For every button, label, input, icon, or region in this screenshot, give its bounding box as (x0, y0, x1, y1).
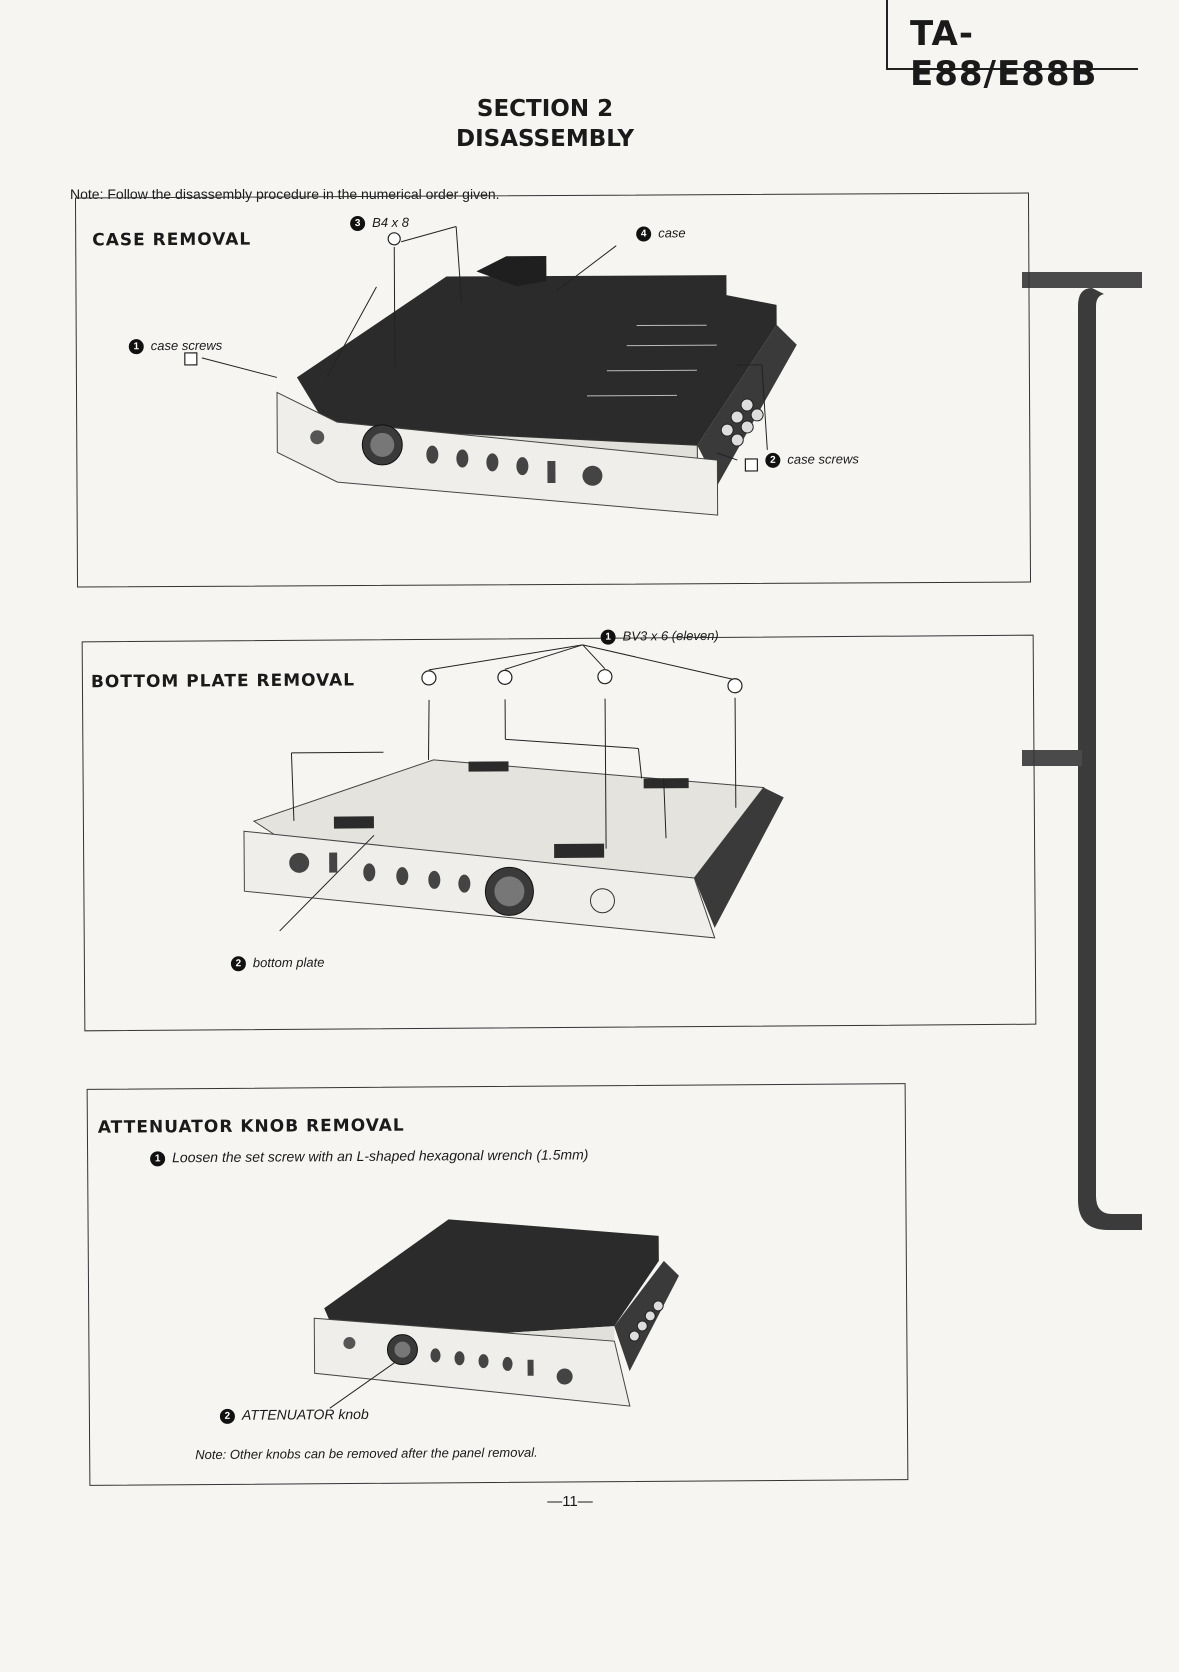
section-number: SECTION 2 (476, 96, 614, 122)
bottom-plate-diagram (243, 644, 784, 939)
case-label-case: 4 case (636, 225, 686, 242)
case-removal-diagram (184, 226, 797, 516)
case-label: case (658, 225, 686, 241)
case-screws-left-label: case screws (150, 337, 223, 354)
bottom-plate-removal-panel: BOTTOM PLATE REMOVAL (81, 628, 1037, 1032)
bottom-plate-label: bottom plate (252, 954, 325, 971)
bottom-label-bv3x6: 1 BV3 x 6 (eleven) (600, 627, 719, 645)
case-removal-panel: CASE REMOVAL (74, 192, 1032, 588)
attenuator-knob-label: ATTENUATOR knob (241, 1405, 369, 1423)
model-number: TA-E88/E88B (910, 14, 1098, 94)
model-number-box: TA-E88/E88B (886, 0, 1138, 94)
step-3-marker: 3 (350, 216, 366, 232)
b4x8-screw-label: B4 x 8 (372, 214, 410, 230)
procedure-note: Note: Follow the disassembly procedure i… (70, 186, 500, 202)
step-1-marker: 1 (600, 629, 616, 645)
case-label-b4x8: 3 B4 x 8 (350, 214, 410, 232)
attenuator-step-2: 2 ATTENUATOR knob (219, 1405, 369, 1424)
step-4-marker: 4 (636, 226, 652, 242)
attenuator-knob-diagram (313, 1219, 679, 1409)
section-name: DISASSEMBLY (456, 126, 634, 152)
bv3x6-screw-label: BV3 x 6 (eleven) (622, 627, 719, 644)
page-number: —11— (547, 1493, 593, 1510)
section-tab-bracket (1022, 272, 1142, 1230)
step-1-marker: 1 (128, 339, 144, 355)
step-2-marker: 2 (219, 1408, 235, 1424)
step-2-marker: 2 (230, 956, 246, 972)
case-label-screws-right: 2 case screws (765, 451, 859, 468)
section-title: SECTION 2 DISASSEMBLY (0, 94, 1090, 154)
case-label-screws-left: 1 case screws (128, 337, 223, 355)
bottom-label-plate: 2 bottom plate (230, 954, 325, 972)
step-2-marker: 2 (765, 452, 781, 468)
attenuator-note: Note: Other knobs can be removed after t… (195, 1444, 538, 1463)
case-screws-right-label: case screws (787, 451, 859, 467)
